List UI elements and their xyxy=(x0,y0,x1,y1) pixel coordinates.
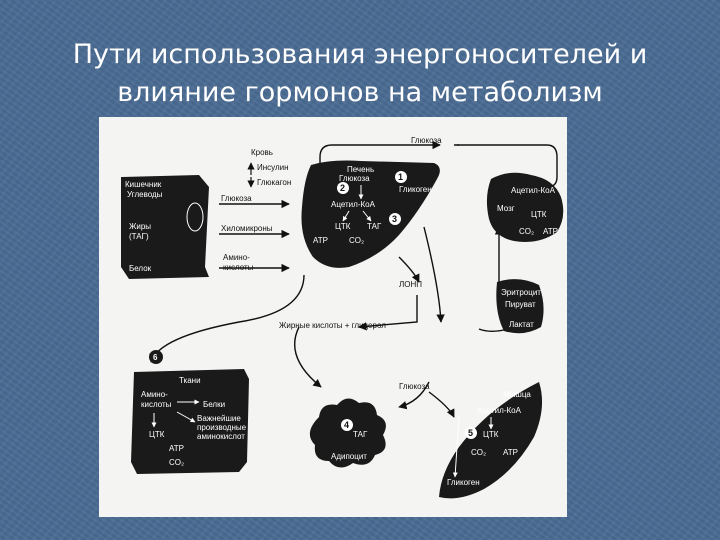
top-glucose-label: Глюкоза xyxy=(411,136,442,145)
muscle-tca: ЦТК xyxy=(483,430,499,439)
muscle-acetyl-coa: Ацетил-КоА xyxy=(477,406,522,415)
tissue-tca: ЦТК xyxy=(149,430,165,439)
liver-tag: ТАГ xyxy=(367,222,382,231)
muscle-glycogen: Гликоген xyxy=(447,478,480,487)
title-line-2: влияние гормонов на метаболизм xyxy=(117,77,603,108)
intestine-protein: Белок xyxy=(129,264,152,273)
diagram-svg: 2 1 3 6 4 5 Глюкоза Кровь Инсулин Глюкаг… xyxy=(121,136,564,499)
glucose-low-label: Глюкоза xyxy=(399,382,430,391)
tissue-amino-2: кислоты xyxy=(141,400,172,409)
rbc-lactate: Лактат xyxy=(509,320,534,329)
metabolism-diagram: 2 1 3 6 4 5 Глюкоза Кровь Инсулин Глюкаг… xyxy=(99,117,567,517)
brain-acetyl-coa: Ацетил-КоА xyxy=(511,186,556,195)
liver-glycogen: Гликоген xyxy=(399,185,432,194)
blood-label: Кровь xyxy=(251,148,273,157)
tissue-amino-1: Амино- xyxy=(141,390,168,399)
adipose-title: Адипоцит xyxy=(331,452,367,461)
brain-co2: CO₂ xyxy=(519,227,534,236)
liver-tca: ЦТК xyxy=(335,222,351,231)
amino-acids-label-2: кислоты xyxy=(223,263,254,272)
liver-n2: 2 xyxy=(340,183,345,193)
muscle-n5: 5 xyxy=(468,428,473,438)
muscle-co2: CO₂ xyxy=(471,448,486,457)
tissue-n-3: аминокислот xyxy=(197,432,245,441)
liver-glucose: Глюкоза xyxy=(339,174,370,183)
muscle-title: Мышца xyxy=(503,390,531,399)
rbc-title: Эритроцит xyxy=(501,288,541,297)
fa-to-adipose-arrow xyxy=(294,326,322,388)
muscle-atp: АТР xyxy=(503,448,518,457)
intestine-shape xyxy=(121,175,209,279)
liver-n1: 1 xyxy=(398,172,403,182)
intestine-tag: (ТАГ) xyxy=(129,232,149,241)
vldl-arrow xyxy=(358,295,418,331)
brain-shape xyxy=(486,172,564,242)
title-line-1: Пути использования энергоносителей и xyxy=(72,39,648,70)
liver-title: Печень xyxy=(347,165,374,174)
insulin-label: Инсулин xyxy=(257,163,289,172)
rbc-pyruvate: Пируват xyxy=(505,300,536,309)
brain-tca: ЦТК xyxy=(531,210,547,219)
intestine-title: Кишечник xyxy=(125,180,162,189)
brain-title: Мозг xyxy=(497,204,515,213)
intestine-fats: Жиры xyxy=(129,222,151,231)
brain-atp: АТР xyxy=(543,227,558,236)
liver-atp: АТР xyxy=(313,236,328,245)
adipose-n4: 4 xyxy=(344,420,349,430)
tissue-co2: CO₂ xyxy=(169,458,184,467)
tissue-n-1: Важнейшие xyxy=(197,414,241,423)
tissue-atp: АТР xyxy=(169,444,184,453)
tissue-proteins: Белки xyxy=(203,400,225,409)
glucose-to-liver-arrow xyxy=(319,140,441,199)
slide-title: Пути использования энергоносителей и вли… xyxy=(0,36,720,112)
glucagon-label: Глюкагон xyxy=(257,178,291,187)
muscle-shape xyxy=(439,382,543,499)
glucose-to-muscle-arrow xyxy=(428,391,455,418)
tissue-n-2: производные xyxy=(197,423,247,432)
number-badges xyxy=(149,171,477,439)
liver-n3: 3 xyxy=(392,214,397,224)
glucose-to-adipose-arrow xyxy=(398,381,430,410)
adipose-tag: ТАГ xyxy=(353,430,368,439)
tissue-n6: 6 xyxy=(153,353,158,362)
liver-shape xyxy=(301,160,440,268)
aminoacid-to-tissue-arrow xyxy=(149,274,305,363)
fatty-acids-label: Жирные кислоты + глицерол xyxy=(279,321,386,330)
glucose-mid-label: Глюкоза xyxy=(221,194,252,203)
intestine-carbs: Углеводы xyxy=(127,190,163,199)
liver-co2: CO₂ xyxy=(349,236,364,245)
tissue-title: Ткани xyxy=(179,376,201,385)
rbc-shape xyxy=(496,279,544,334)
adipocyte-shape xyxy=(309,398,386,468)
amino-acids-label-1: Амино- xyxy=(223,253,250,262)
chylomicrons-label: Хиломикроны xyxy=(221,224,273,233)
vldl-label: ЛОНП xyxy=(399,280,422,289)
intestine-loop xyxy=(186,202,204,232)
liver-acetyl-coa: Ацетил-КоА xyxy=(331,200,376,209)
